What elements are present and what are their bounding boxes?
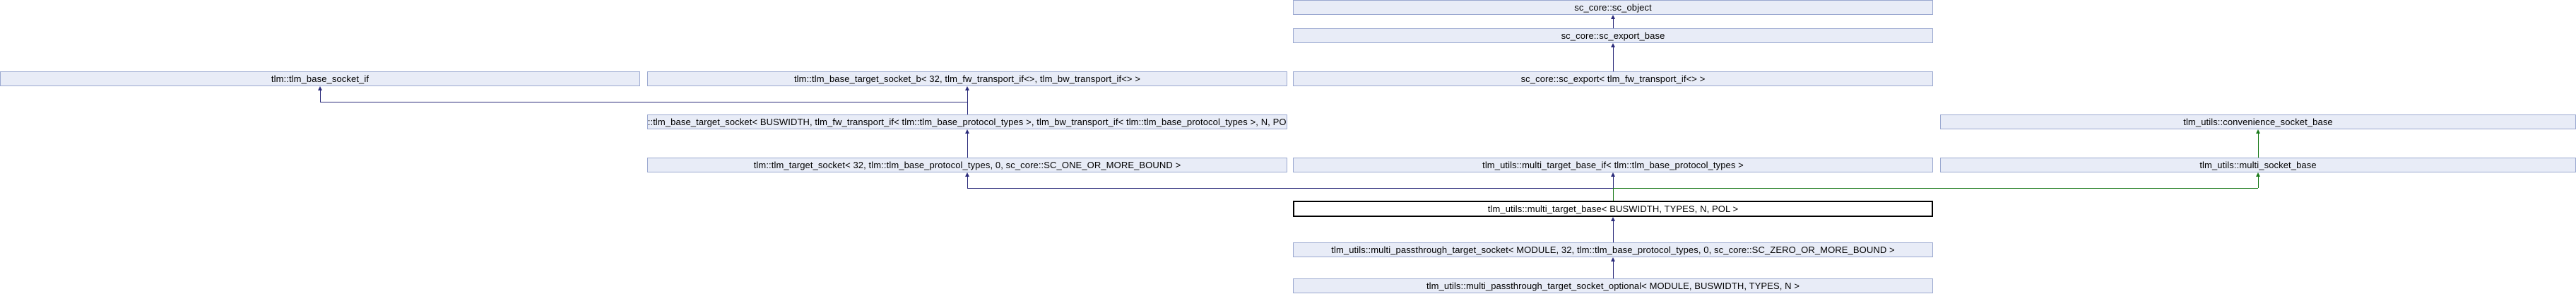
edge-line: [320, 90, 321, 102]
edge-arrowhead: [318, 86, 322, 90]
class-node-label: tlm_utils::multi_target_base_if< tlm::tl…: [1482, 160, 1744, 170]
class-node-tlm_base_target_socket_b[interactable]: tlm::tlm_base_target_socket_b< 32, tlm_f…: [647, 71, 1287, 86]
class-node-multi_target_base[interactable]: tlm_utils::multi_target_base< BUSWIDTH, …: [1293, 201, 1933, 217]
edge-line: [967, 90, 968, 114]
edge-line: [2258, 177, 2259, 188]
edge-arrowhead: [2256, 129, 2260, 134]
class-node-label: tlm_utils::multi_passthrough_target_sock…: [1426, 281, 1800, 291]
edge-arrowhead: [1611, 172, 1615, 177]
edge-arrowhead: [965, 172, 969, 177]
class-node-sc_object[interactable]: sc_core::sc_object: [1293, 0, 1933, 15]
edge-line: [1613, 188, 1614, 201]
edge-line: [1613, 19, 1614, 28]
class-node-sc_export_base[interactable]: sc_core::sc_export_base: [1293, 28, 1933, 43]
edge-line: [1613, 221, 1614, 242]
class-node-multi_passthrough[interactable]: tlm_utils::multi_passthrough_target_sock…: [1293, 242, 1933, 257]
edge-line: [967, 177, 968, 188]
class-node-label: tlm_utils::convenience_socket_base: [2183, 117, 2333, 127]
edge-arrowhead: [1611, 15, 1615, 19]
class-node-label: sc_core::sc_object: [1574, 2, 1652, 13]
class-node-label: tlm::tlm_base_target_socket_b< 32, tlm_f…: [793, 74, 1141, 84]
class-node-multi_target_base_if[interactable]: tlm_utils::multi_target_base_if< tlm::tl…: [1293, 158, 1933, 172]
edge-arrowhead: [965, 86, 969, 90]
class-node-tlm_base_socket_if[interactable]: tlm::tlm_base_socket_if: [0, 71, 640, 86]
edge-line: [1613, 261, 1614, 278]
edge-arrowhead: [2256, 172, 2260, 177]
edge-arrowhead: [1611, 257, 1615, 261]
class-node-label: tlm_utils::multi_passthrough_target_sock…: [1331, 245, 1895, 255]
edge-line: [967, 188, 1613, 189]
edge-arrowhead: [965, 129, 969, 134]
edge-arrowhead: [1611, 43, 1615, 47]
class-node-sc_export_fw[interactable]: sc_core::sc_export< tlm_fw_transport_if<…: [1293, 71, 1933, 86]
class-node-label: tlm_utils::multi_socket_base: [2199, 160, 2317, 170]
class-node-tlm_base_target_socket[interactable]: tlm::tlm_base_target_socket< BUSWIDTH, t…: [647, 114, 1287, 129]
edge-line: [1613, 188, 2258, 189]
edge-arrowhead: [1611, 217, 1615, 221]
class-node-multi_passthrough_opt[interactable]: tlm_utils::multi_passthrough_target_sock…: [1293, 278, 1933, 293]
class-node-label: tlm_utils::multi_target_base< BUSWIDTH, …: [1487, 204, 1739, 214]
class-node-label: sc_core::sc_export< tlm_fw_transport_if<…: [1520, 74, 1706, 84]
class-node-multi_socket_base[interactable]: tlm_utils::multi_socket_base: [1940, 158, 2576, 172]
class-node-label: sc_core::sc_export_base: [1561, 30, 1665, 41]
edge-line: [967, 134, 968, 158]
class-node-convenience_socket_base[interactable]: tlm_utils::convenience_socket_base: [1940, 114, 2576, 129]
class-node-label: tlm::tlm_base_target_socket< BUSWIDTH, t…: [647, 117, 1287, 127]
class-node-label: tlm::tlm_target_socket< 32, tlm::tlm_bas…: [753, 160, 1181, 170]
class-node-tlm_target_socket[interactable]: tlm::tlm_target_socket< 32, tlm::tlm_bas…: [647, 158, 1287, 172]
class-node-label: tlm::tlm_base_socket_if: [271, 74, 370, 84]
edge-line: [1613, 47, 1614, 71]
edge-line: [2258, 134, 2259, 158]
